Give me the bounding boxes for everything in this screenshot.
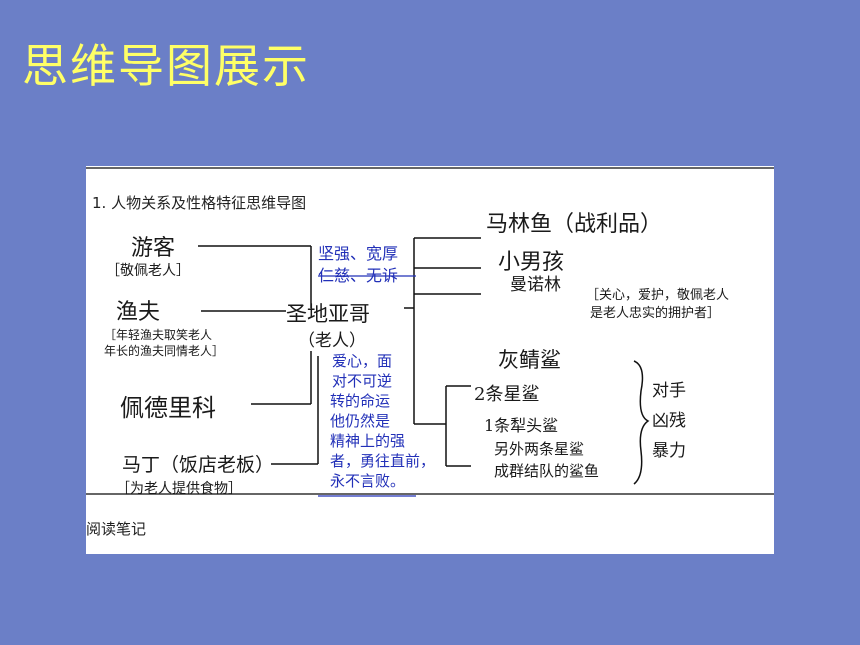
love-line-6: 者，勇往直前， <box>330 452 436 470</box>
node-youke: 游客 <box>131 236 176 261</box>
love-line-7: 永不言败。 <box>330 472 406 490</box>
node-boy: 小男孩 <box>498 250 565 275</box>
traits-line-1: 坚强、宽厚 <box>318 244 399 263</box>
node-yufu-note-2: 年长的渔夫同情老人］ <box>104 344 225 358</box>
node-rival-1: 对手 <box>652 381 686 401</box>
node-peide: 佩德里科 <box>120 394 216 422</box>
node-huiqingsha: 灰鲭鲨 <box>498 348 561 372</box>
node-chengqun: 成群结队的鲨鱼 <box>494 462 600 480</box>
node-xingsha: 2条星鲨 <box>474 384 540 405</box>
love-line-3: 转的命运 <box>330 392 391 410</box>
rival-brace <box>633 360 650 485</box>
node-center: 圣地亚哥 <box>286 302 370 326</box>
mind-map-lines <box>86 167 774 497</box>
node-malin: 马林鱼（战利品） <box>486 212 663 237</box>
node-yufu: 渔夫 <box>116 300 161 325</box>
node-mading-note: ［为老人提供食物］ <box>116 481 242 497</box>
mind-map-sheet: 1. 人物关系及性格特征思维导图 游客 ［敬佩老人］ 渔夫 ［年轻渔夫取笑老人 … <box>86 166 774 554</box>
node-boy-name: 曼诺林 <box>510 275 561 295</box>
node-yufu-note-1: ［年轻渔夫取笑老人 <box>104 328 213 342</box>
slide-title: 思维导图展示 <box>22 39 310 93</box>
love-line-4: 他仍然是 <box>330 412 391 430</box>
node-litousha: 1条犁头鲨 <box>484 416 559 435</box>
love-line-5: 精神上的强 <box>330 432 406 450</box>
node-boy-note-1: ［关心，爱护，敬佩老人 <box>586 288 730 303</box>
love-line-1: 爱心，面 <box>332 352 393 370</box>
node-mading: 马丁（饭店老板） <box>122 454 275 476</box>
node-youke-note: ［敬佩老人］ <box>106 263 190 279</box>
node-rival-2: 凶残 <box>652 411 686 431</box>
reading-notes-label: 阅读笔记 <box>86 520 147 538</box>
map-heading: 1. 人物关系及性格特征思维导图 <box>92 194 307 212</box>
node-liangtiao: 另外两条星鲨 <box>494 440 585 458</box>
node-center-sub: （老人） <box>298 331 366 351</box>
node-boy-note-2: 是老人忠实的拥护者］ <box>590 306 721 321</box>
love-line-2: 对不可逆 <box>332 372 393 390</box>
traits-line-2: 仁慈、无诉 <box>318 266 399 285</box>
node-rival-3: 暴力 <box>652 441 686 461</box>
